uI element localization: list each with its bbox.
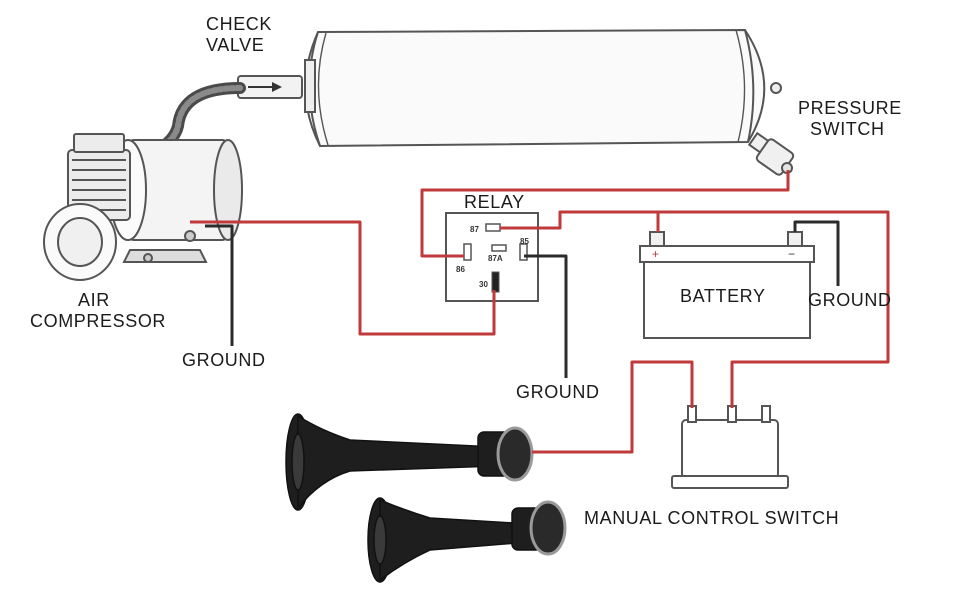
wire-battery-ground <box>793 220 840 286</box>
air-compressor-label-line1: AIR <box>78 290 110 310</box>
relay-pin-86: 86 <box>456 265 465 274</box>
pressure-switch-label-line2: SWITCH <box>810 119 885 140</box>
horn-lower <box>367 497 567 583</box>
wire-relay-86-to-pressure-switch <box>420 170 790 258</box>
wire-relay-ground <box>524 254 568 378</box>
battery-label: BATTERY <box>680 286 766 306</box>
air-compressor-label: AIR COMPRESSOR <box>30 290 180 332</box>
check-valve-label: CHECK VALVE <box>206 14 272 56</box>
ground-label-battery: GROUND <box>808 290 892 310</box>
wire-compressor-ground <box>205 224 234 346</box>
relay-pin-87a: 87A <box>488 254 503 263</box>
wire-battery-to-switch <box>658 210 890 408</box>
relay-pin-30: 30 <box>479 280 488 289</box>
wire-compressor-to-relay-30 <box>190 220 496 336</box>
battery <box>639 231 815 339</box>
battery-negative-mark: − <box>788 247 795 261</box>
ground-label-relay: GROUND <box>516 382 600 402</box>
pressure-switch-label-line1: PRESSURE <box>798 98 902 118</box>
air-compressor-label-line2: COMPRESSOR <box>30 311 167 332</box>
ground-label-compressor: GROUND <box>182 350 266 370</box>
ground-wires <box>205 220 840 378</box>
check-valve-label-line1: CHECK <box>206 14 273 34</box>
relay-pin-87: 87 <box>470 225 479 234</box>
pressure-switch <box>747 131 795 176</box>
manual-control-switch <box>671 405 789 489</box>
wire-relay-87-to-battery-pos <box>500 210 660 232</box>
pressure-switch-label: PRESSURE SWITCH <box>798 98 902 140</box>
manual-control-switch-label: MANUAL CONTROL SWITCH <box>584 508 840 528</box>
wire-switch-to-horns <box>532 360 694 454</box>
check-valve-label-line2: VALVE <box>206 35 265 56</box>
air-horns <box>285 413 567 583</box>
air-tank <box>304 28 782 148</box>
check-valve <box>237 75 303 99</box>
positive-wires <box>190 170 890 454</box>
battery-positive-mark: + <box>652 247 659 261</box>
air-compressor <box>43 133 243 281</box>
relay-pin-85: 85 <box>520 237 529 246</box>
horn-upper <box>285 413 534 511</box>
relay-label: RELAY <box>464 192 525 212</box>
